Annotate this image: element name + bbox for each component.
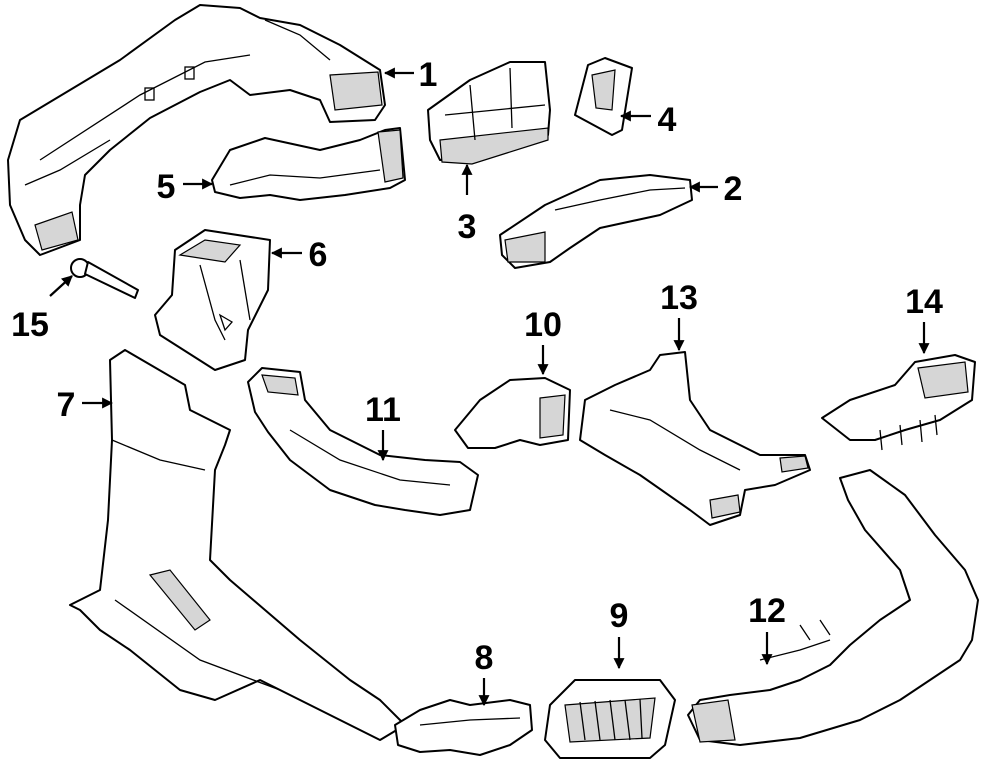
callout-9: 9 (610, 597, 629, 635)
callout-1: 1 (419, 56, 438, 94)
part-15-sensor[interactable] (70, 258, 139, 299)
part-8-duct[interactable] (394, 699, 533, 756)
callout-5: 5 (157, 168, 176, 206)
callout-6: 6 (309, 236, 328, 274)
callout-4: 4 (658, 101, 677, 139)
part-12-duct[interactable] (687, 469, 979, 746)
part-6-duct[interactable] (154, 229, 271, 371)
callout-2: 2 (724, 170, 743, 208)
part-13-duct[interactable] (579, 351, 811, 526)
part-7-duct[interactable] (69, 349, 406, 741)
callout-8: 8 (475, 639, 494, 677)
callout-14: 14 (905, 283, 943, 321)
part-2-vent-duct[interactable] (499, 174, 693, 269)
callout-13: 13 (660, 279, 698, 317)
callout-12: 12 (748, 592, 786, 630)
callout-10: 10 (524, 306, 562, 344)
leader-lines (49, 67, 930, 707)
part-4-bracket[interactable] (574, 57, 633, 136)
callout-15: 15 (11, 306, 49, 344)
part-14-vent[interactable] (821, 354, 976, 451)
part-3-vent[interactable] (427, 61, 551, 165)
part-10-duct[interactable] (454, 377, 571, 449)
part-5-duct[interactable] (211, 127, 406, 201)
part-1-duct[interactable] (7, 4, 386, 256)
part-9-grille[interactable] (544, 679, 676, 759)
callout-labels: 1 2 3 4 5 6 7 8 9 10 11 12 13 14 15 (11, 56, 943, 677)
part-11-duct[interactable] (247, 367, 479, 516)
callout-3: 3 (458, 208, 477, 246)
callout-7: 7 (57, 386, 76, 424)
callout-11: 11 (365, 391, 401, 429)
